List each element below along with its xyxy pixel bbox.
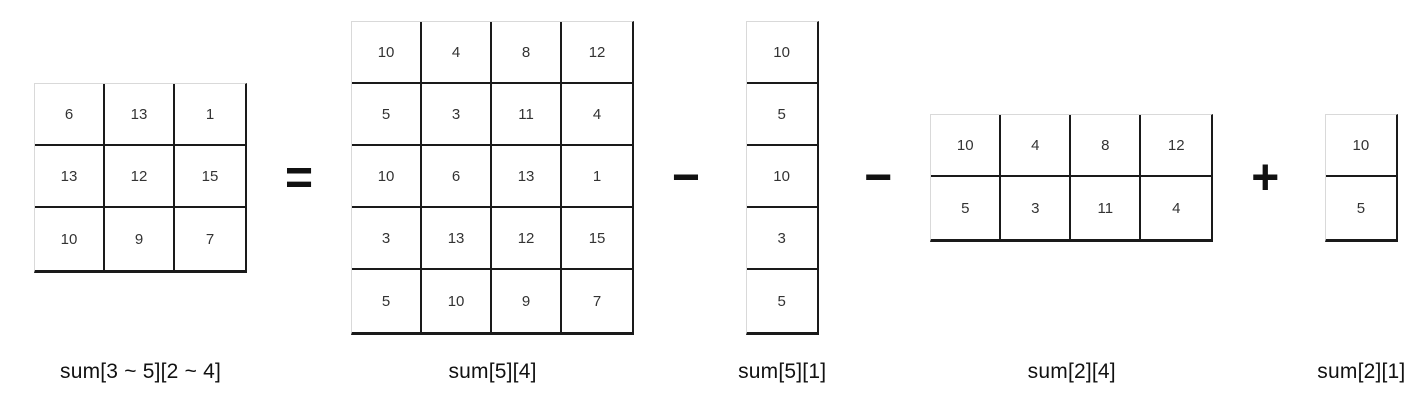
- grid-cell: 12: [562, 22, 633, 84]
- grid-cell: 10: [422, 270, 493, 332]
- grid-cell: 1: [175, 84, 245, 146]
- plus-operator: +: [1251, 149, 1280, 206]
- grid-cell: 9: [105, 208, 175, 270]
- op-area: −: [864, 0, 892, 356]
- grid-cell: 13: [492, 146, 563, 208]
- grid-cell: 5: [746, 84, 817, 146]
- grid-cell: 3: [746, 208, 817, 270]
- grid-cell: 10: [931, 115, 1002, 177]
- minus-operator: −: [672, 149, 701, 206]
- grid-cell: 9: [492, 270, 563, 332]
- grid-cell: 4: [422, 22, 493, 84]
- grid-cell: 5: [352, 84, 423, 146]
- op-area: =: [285, 0, 313, 356]
- grid-cell: 3: [352, 208, 423, 270]
- grid-cell: 4: [562, 84, 633, 146]
- grid-cell: 13: [35, 146, 105, 208]
- grid-cell: 10: [746, 146, 817, 208]
- grid-cell: 12: [492, 208, 563, 270]
- grid-cell: 4: [1141, 177, 1212, 239]
- grid-cell: 13: [105, 84, 175, 146]
- grid-cell: 4: [1001, 115, 1072, 177]
- grid-cell: 7: [562, 270, 633, 332]
- grid-cell: 10: [1325, 115, 1396, 177]
- grid-cell: 7: [175, 208, 245, 270]
- op-area: +: [1251, 0, 1279, 356]
- matrix-label-result: sum[3 ~ 5][2 ~ 4]: [60, 360, 221, 383]
- grid-cell: 10: [352, 146, 423, 208]
- matrix-label-sum-2-4: sum[2][4]: [1027, 360, 1116, 383]
- grid-cell: 6: [35, 84, 105, 146]
- grid-cell: 6: [422, 146, 493, 208]
- grid-cell: 15: [562, 208, 633, 270]
- grid-cell: 12: [105, 146, 175, 208]
- grid-cell: 10: [746, 22, 817, 84]
- op-area: −: [672, 0, 700, 356]
- grid-cell: 3: [1001, 177, 1072, 239]
- grid-cell: 5: [352, 270, 423, 332]
- grid-cell: 1: [562, 146, 633, 208]
- grid-cell: 5: [1325, 177, 1396, 239]
- grid-cell: 13: [422, 208, 493, 270]
- equals-operator: =: [285, 149, 314, 206]
- grid-cell: 15: [175, 146, 245, 208]
- grid-cell: 10: [35, 208, 105, 270]
- grid-cell: 11: [492, 84, 563, 146]
- grid-cell: 12: [1141, 115, 1212, 177]
- matrix-label-sum-2-1: sum[2][1]: [1317, 360, 1405, 383]
- grid-cell: 8: [492, 22, 563, 84]
- matrix-label-sum-5-4: sum[5][4]: [448, 360, 537, 383]
- grid-cell: 3: [422, 84, 493, 146]
- grid-cell: 11: [1071, 177, 1142, 239]
- matrix-label-sum-5-1: sum[5][1]: [738, 360, 827, 383]
- grid-cell: 5: [746, 270, 817, 332]
- minus-operator: −: [864, 149, 893, 206]
- grid-cell: 5: [931, 177, 1002, 239]
- grid-cell: 8: [1071, 115, 1142, 177]
- grid-cell: 10: [352, 22, 423, 84]
